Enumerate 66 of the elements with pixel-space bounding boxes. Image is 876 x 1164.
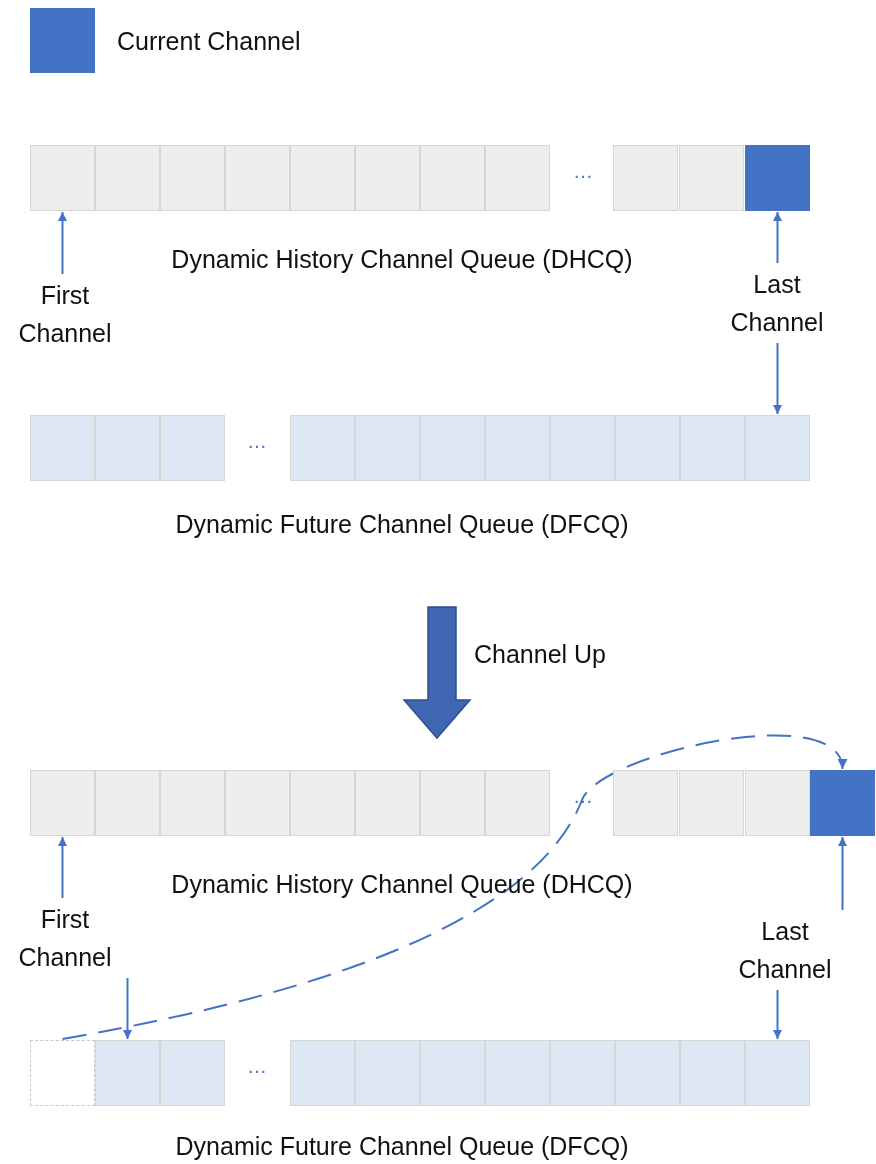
future-queue-cell bbox=[160, 415, 225, 481]
queue-title: Dynamic Future Channel Queue (DFCQ) bbox=[175, 1132, 629, 1161]
arrow bbox=[773, 211, 782, 264]
future-queue-cell bbox=[615, 1040, 680, 1106]
history-queue-cell bbox=[679, 770, 744, 836]
future-queue-cell bbox=[680, 415, 745, 481]
pointer-label: Last Channel bbox=[725, 912, 845, 988]
history-queue-cell bbox=[290, 145, 355, 211]
future-queue-cell bbox=[30, 415, 95, 481]
future-queue-cell bbox=[420, 1040, 485, 1106]
future-queue-cell bbox=[485, 1040, 550, 1106]
future-queue-cell bbox=[745, 1040, 810, 1106]
history-queue-cell bbox=[745, 770, 810, 836]
future-queue-cell bbox=[550, 1040, 615, 1106]
future-queue-cell bbox=[550, 415, 615, 481]
history-queue-cell bbox=[420, 770, 485, 836]
future-queue-cell bbox=[680, 1040, 745, 1106]
current-channel-cell bbox=[810, 770, 875, 836]
arrow bbox=[773, 342, 782, 415]
history-queue-cell bbox=[95, 770, 160, 836]
future-queue-cell bbox=[355, 1040, 420, 1106]
history-queue-cell bbox=[225, 770, 290, 836]
ellipsis: … bbox=[573, 160, 593, 183]
future-queue-cell bbox=[355, 415, 420, 481]
empty-slot-cell bbox=[30, 1040, 95, 1106]
history-queue-cell bbox=[290, 770, 355, 836]
future-queue-cell bbox=[290, 1040, 355, 1106]
legend-label: Current Channel bbox=[117, 26, 301, 57]
future-queue-cell bbox=[95, 415, 160, 481]
future-queue-cell bbox=[745, 415, 810, 481]
current-channel-cell bbox=[745, 145, 810, 211]
dashed-arrow bbox=[61, 734, 845, 1040]
history-queue-cell bbox=[355, 145, 420, 211]
future-queue-cell bbox=[420, 415, 485, 481]
history-queue-cell bbox=[420, 145, 485, 211]
history-queue-cell bbox=[679, 145, 744, 211]
pointer-label: Last Channel bbox=[717, 265, 837, 341]
arrow bbox=[123, 977, 132, 1040]
future-queue-cell bbox=[95, 1040, 160, 1106]
history-queue-cell bbox=[613, 145, 678, 211]
future-queue-cell bbox=[615, 415, 680, 481]
ellipsis: … bbox=[247, 1055, 267, 1078]
future-queue-cell bbox=[160, 1040, 225, 1106]
history-queue-cell bbox=[30, 770, 95, 836]
history-queue-cell bbox=[160, 770, 225, 836]
future-queue-cell bbox=[485, 415, 550, 481]
ellipsis: … bbox=[247, 430, 267, 453]
step-label: Channel Up bbox=[474, 640, 606, 669]
history-queue-cell bbox=[355, 770, 420, 836]
arrow bbox=[58, 211, 67, 275]
history-queue-cell bbox=[160, 145, 225, 211]
history-queue-cell bbox=[30, 145, 95, 211]
arrow bbox=[838, 836, 847, 911]
pointer-label: First Channel bbox=[5, 900, 125, 976]
future-queue-cell bbox=[290, 415, 355, 481]
history-queue-cell bbox=[485, 770, 550, 836]
arrow bbox=[773, 989, 782, 1040]
history-queue-cell bbox=[225, 145, 290, 211]
queue-title: Dynamic History Channel Queue (DHCQ) bbox=[171, 245, 633, 274]
pointer-label: First Channel bbox=[5, 276, 125, 352]
arrow bbox=[58, 836, 67, 899]
history-queue-cell bbox=[613, 770, 678, 836]
history-queue-cell bbox=[95, 145, 160, 211]
queue-title: Dynamic Future Channel Queue (DFCQ) bbox=[175, 510, 629, 539]
history-queue-cell bbox=[485, 145, 550, 211]
ellipsis: … bbox=[573, 785, 593, 808]
